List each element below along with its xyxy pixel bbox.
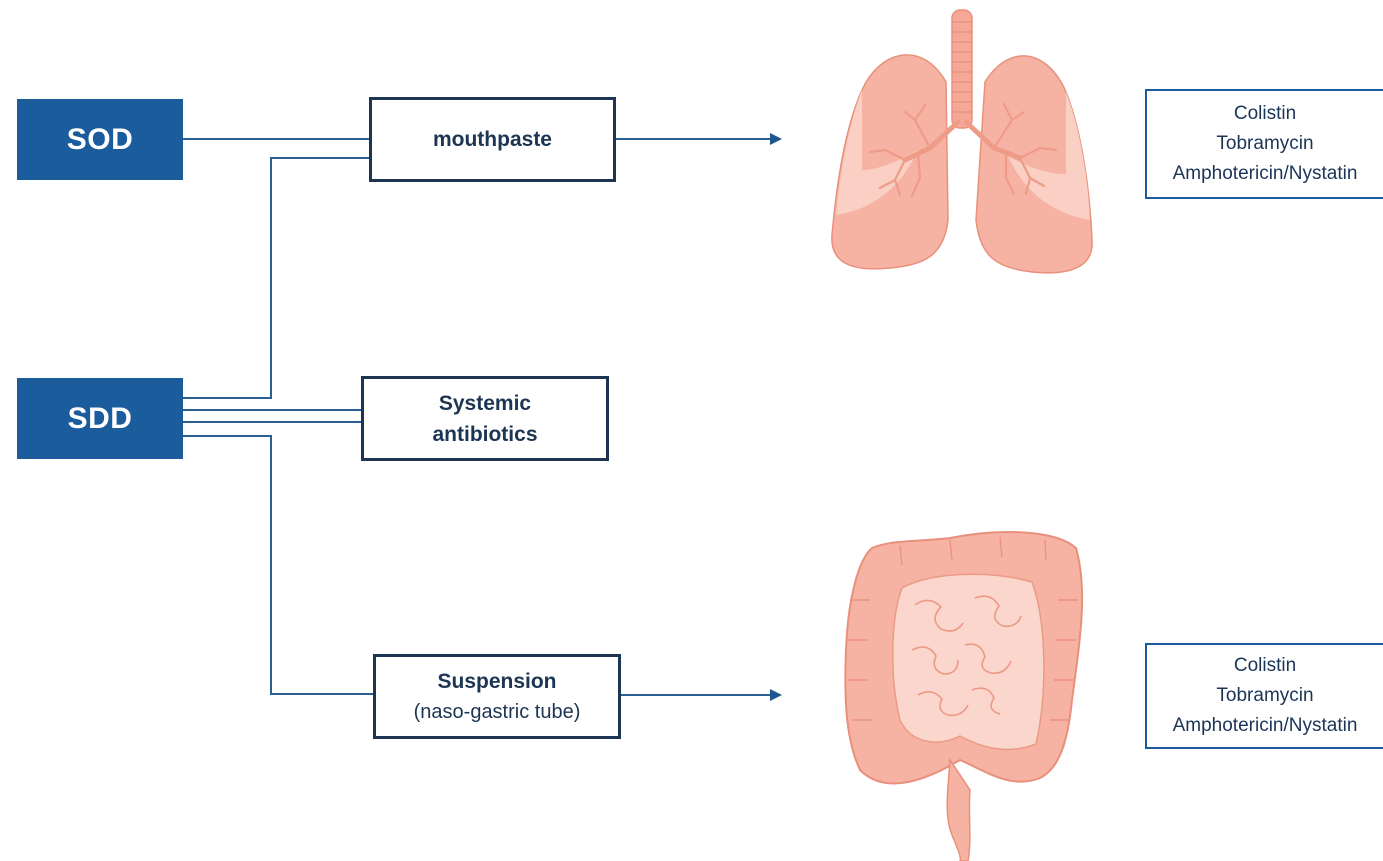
suspension-sublabel: (naso-gastric tube) bbox=[414, 697, 581, 728]
systemic-label-line1: Systemic bbox=[439, 388, 531, 419]
lungs-drug-box: Colistin Tobramycin Amphotericin/Nystati… bbox=[1145, 89, 1383, 199]
mouthpaste-label: mouthpaste bbox=[433, 124, 552, 155]
suspension-label: Suspension bbox=[437, 666, 556, 697]
sod-box: SOD bbox=[17, 99, 183, 180]
systemic-antibiotics-box: Systemic antibiotics bbox=[361, 376, 609, 461]
intestine-icon bbox=[845, 532, 1082, 861]
intestine-drug-2: Tobramycin bbox=[1216, 681, 1313, 711]
sdd-box: SDD bbox=[17, 378, 183, 459]
lungs-drug-2: Tobramycin bbox=[1216, 129, 1313, 159]
lungs-icon bbox=[832, 10, 1092, 273]
mouthpaste-box: mouthpaste bbox=[369, 97, 616, 182]
connector-sdd-suspension bbox=[183, 436, 374, 694]
lungs-drug-1: Colistin bbox=[1234, 99, 1296, 129]
lungs-drug-3: Amphotericin/Nystatin bbox=[1173, 159, 1358, 189]
systemic-label-line2: antibiotics bbox=[432, 419, 537, 450]
intestine-drug-box: Colistin Tobramycin Amphotericin/Nystati… bbox=[1145, 643, 1383, 749]
sdd-label: SDD bbox=[68, 402, 133, 436]
suspension-box: Suspension (naso-gastric tube) bbox=[373, 654, 621, 739]
connector-sdd-mouthpaste bbox=[183, 158, 372, 398]
sod-label: SOD bbox=[67, 123, 134, 157]
intestine-drug-3: Amphotericin/Nystatin bbox=[1173, 711, 1358, 741]
intestine-drug-1: Colistin bbox=[1234, 651, 1296, 681]
